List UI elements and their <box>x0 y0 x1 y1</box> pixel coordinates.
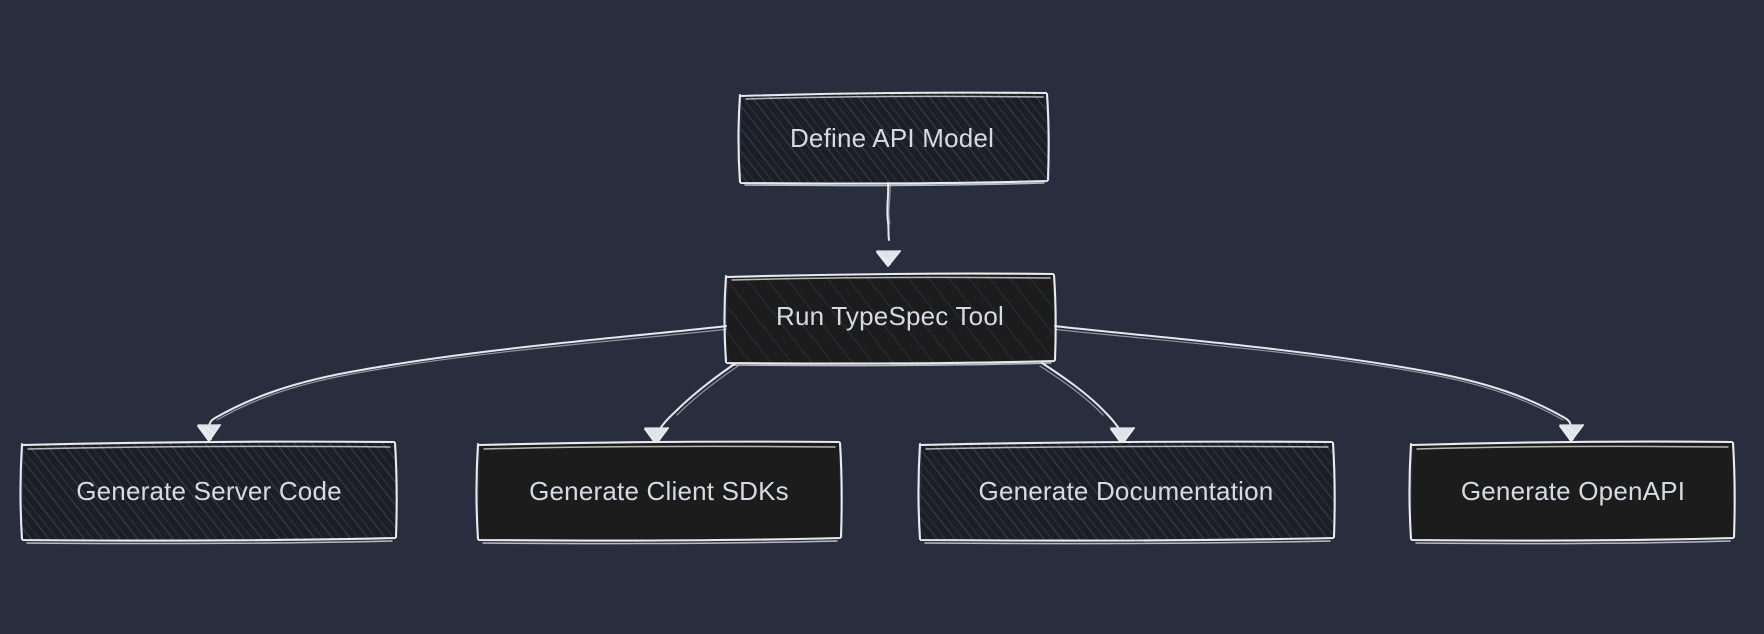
node-border <box>917 440 1336 542</box>
node-generate-openapi[interactable]: Generate OpenAPI <box>1408 440 1736 545</box>
node-label-generate-openapi: Generate OpenAPI <box>1461 476 1685 506</box>
node-layer: Define API Model Run TypeSpec Tool Gener… <box>19 91 1736 545</box>
node-define-api-model[interactable]: Define API Model <box>737 91 1050 187</box>
node-label-generate-client-sdks: Generate Client SDKs <box>529 476 789 506</box>
node-border <box>19 440 398 542</box>
node-generate-documentation[interactable]: Generate Documentation <box>917 440 1336 545</box>
edge-run-to-openapi <box>1051 325 1584 442</box>
edge-run-to-server <box>197 325 730 442</box>
node-border-sketch <box>482 445 838 545</box>
node-label-generate-server-code: Generate Server Code <box>76 476 342 506</box>
node-generate-server-code[interactable]: Generate Server Code <box>19 440 398 545</box>
node-border-sketch <box>924 445 1331 545</box>
edge-run-to-sdks <box>644 362 739 445</box>
arrowhead-icon <box>1559 424 1584 442</box>
edge-define-to-run <box>876 182 901 267</box>
edge-run-to-docs <box>1039 362 1135 445</box>
node-label-define-api-model: Define API Model <box>790 123 994 153</box>
node-label-run-typespec-tool: Run TypeSpec Tool <box>776 301 1004 331</box>
node-border-sketch <box>744 95 1045 187</box>
node-label-generate-documentation: Generate Documentation <box>979 476 1274 506</box>
edge-layer <box>197 182 1584 445</box>
node-fill <box>740 92 1048 183</box>
node-border-sketch <box>730 276 1052 367</box>
node-fill <box>726 273 1055 363</box>
node-fill <box>920 441 1334 541</box>
node-border <box>737 91 1050 185</box>
node-fill <box>22 441 397 541</box>
node-border <box>1408 440 1736 542</box>
arrowhead-icon <box>197 424 221 442</box>
node-generate-client-sdks[interactable]: Generate Client SDKs <box>475 440 843 545</box>
arrowhead-icon <box>876 250 901 267</box>
node-border-sketch <box>26 445 393 545</box>
node-fill <box>1411 441 1734 541</box>
node-border-sketch <box>1415 445 1731 545</box>
node-border <box>723 272 1057 365</box>
node-fill <box>478 441 841 541</box>
node-run-typespec-tool[interactable]: Run TypeSpec Tool <box>723 272 1057 367</box>
node-border <box>475 440 843 542</box>
